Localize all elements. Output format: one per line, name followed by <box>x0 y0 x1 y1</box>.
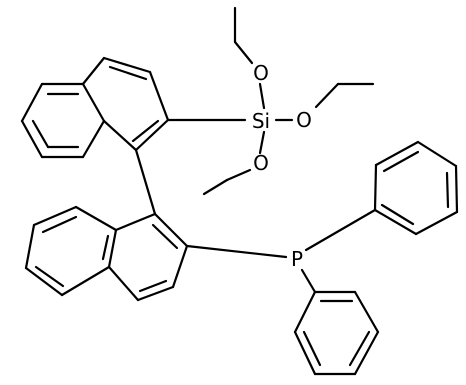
triethoxysilyl-group <box>166 6 375 196</box>
phosphorus-atom-label: P <box>291 247 303 271</box>
oxygen-atom-label-bottom: O <box>253 151 269 175</box>
upper-naphthalene-second-ring <box>81 56 170 152</box>
lower-naphthalene-second-ring <box>107 212 189 302</box>
silicon-atom-label: Si <box>252 109 270 133</box>
oxygen-atom-label-top: O <box>253 61 269 85</box>
biaryl-bond <box>134 148 157 216</box>
lower-naphthalene-benzo-ring <box>24 205 118 297</box>
diphenylphosphino-group <box>185 208 377 294</box>
upper-naphthalene-benzo-ring <box>20 82 106 159</box>
lower-phenyl-ring <box>293 290 380 376</box>
oxygen-atom-label-right: O <box>296 108 312 132</box>
upper-phenyl-ring <box>373 140 459 236</box>
